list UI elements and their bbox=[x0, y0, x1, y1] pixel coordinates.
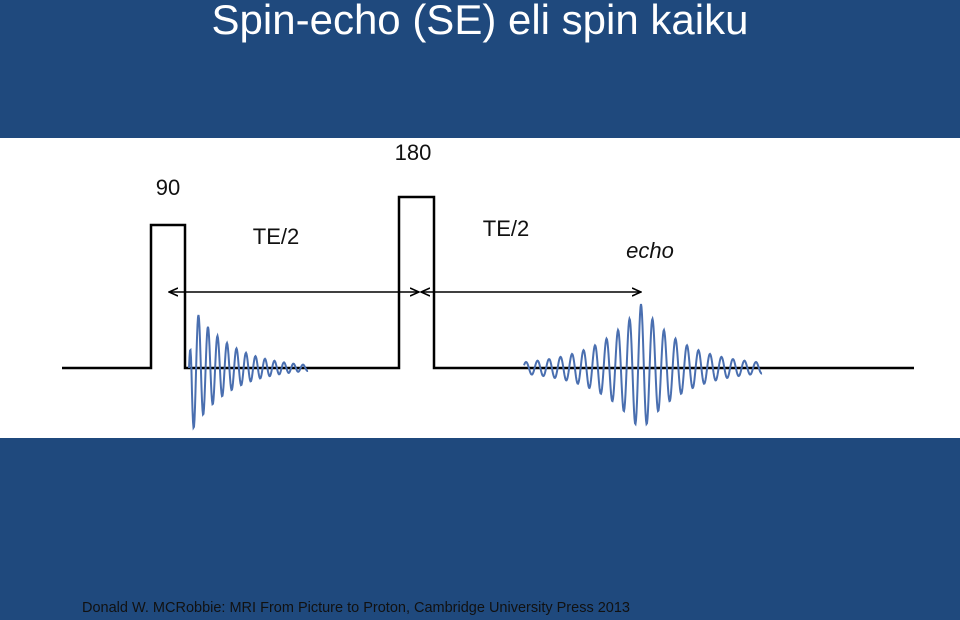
fid-signal bbox=[188, 314, 309, 431]
pulse-180-label: 180 bbox=[395, 140, 432, 165]
pulse-sequence-svg: 90 180 TE/2 TE/2 echo bbox=[62, 140, 914, 431]
echo-label: echo bbox=[626, 238, 674, 263]
source-credit: Donald W. MCRobbie: MRI From Picture to … bbox=[82, 600, 630, 616]
echo-signal bbox=[523, 303, 763, 427]
pulse-sequence-diagram: 90 180 TE/2 TE/2 echo bbox=[0, 138, 960, 438]
pulse-90-label: 90 bbox=[156, 175, 180, 200]
slide-title: Spin-echo (SE) eli spin kaiku bbox=[211, 0, 749, 43]
te-half-label-1: TE/2 bbox=[253, 224, 299, 249]
te-half-label-2: TE/2 bbox=[483, 216, 529, 241]
